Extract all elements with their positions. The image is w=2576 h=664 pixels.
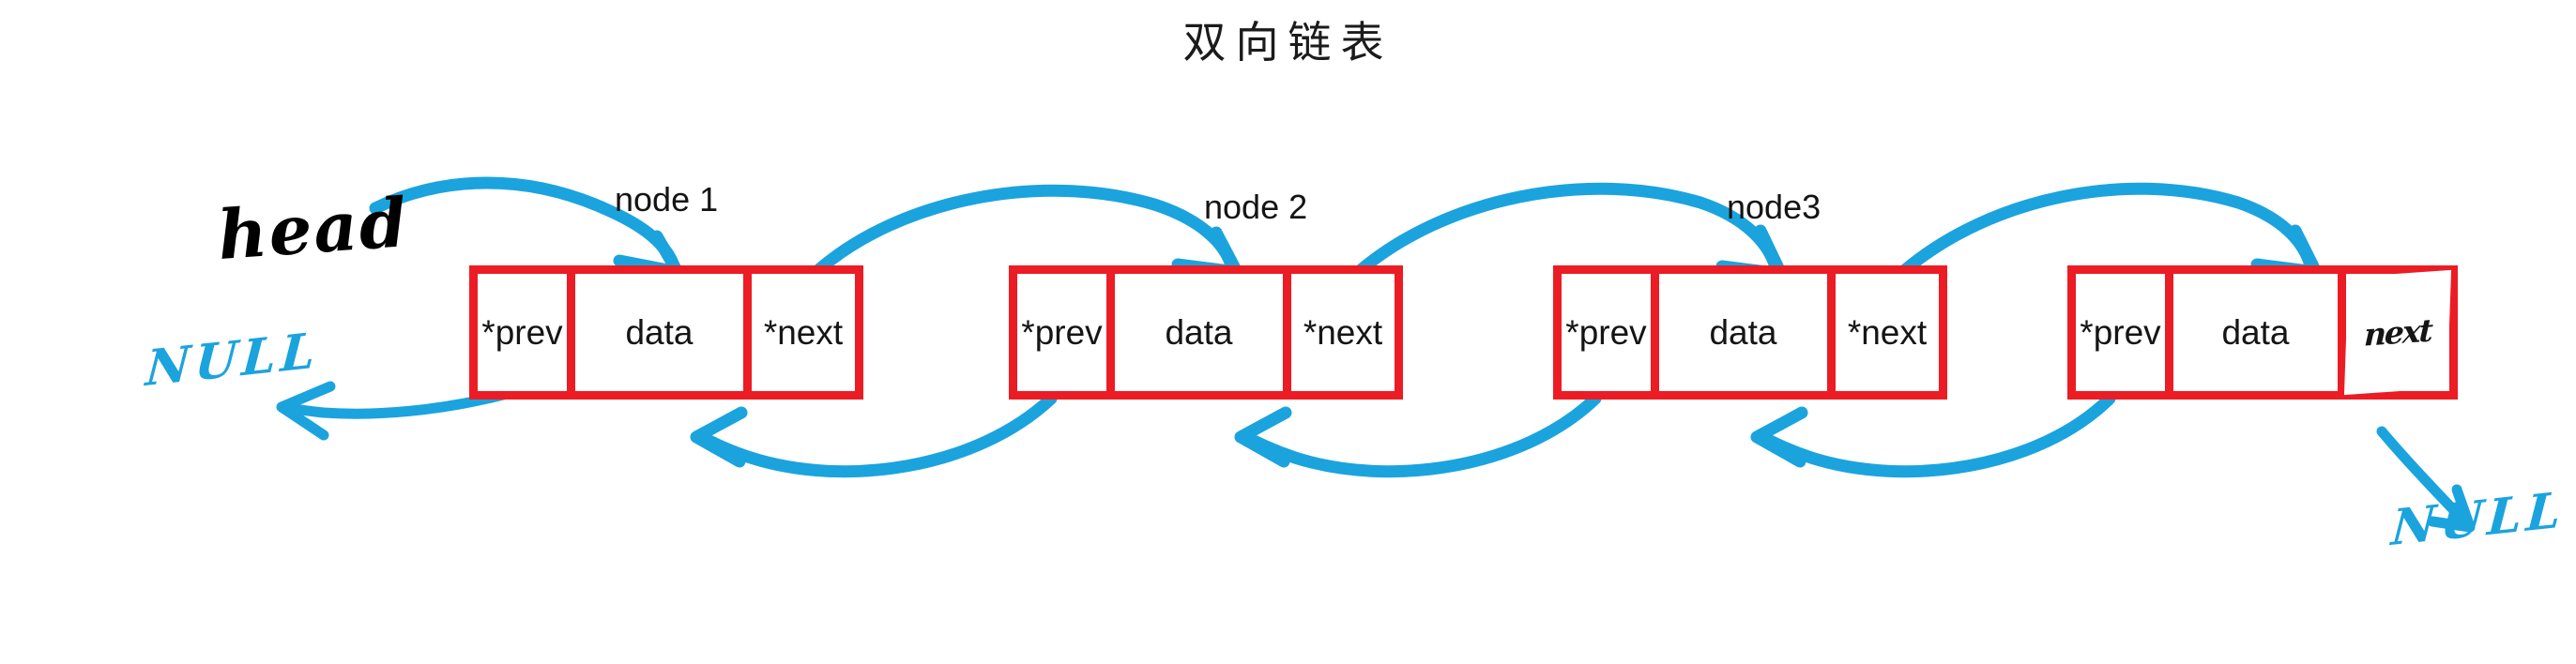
node-2-next-cell: *next <box>1291 274 1395 391</box>
node-4-prev-cell: *prev <box>2076 274 2173 391</box>
head-label: head <box>215 182 411 275</box>
node-3-next-cell: *next <box>1836 274 1939 391</box>
node-label-2: node 2 <box>1204 188 1308 226</box>
node-1-prev-cell: *prev <box>478 274 575 391</box>
arrowhead-backward-3 <box>1750 406 1808 468</box>
node-box-4: *prev data next <box>2067 265 2458 400</box>
node-label-1: node 1 <box>615 180 719 219</box>
null-label-right: NULL <box>2389 480 2568 558</box>
arrowhead-backward-1 <box>690 406 748 468</box>
node-3-prev-cell: *prev <box>1562 274 1659 391</box>
node-box-2: *prev data *next <box>1009 265 1403 400</box>
arrow-forward-1 <box>812 184 1238 277</box>
node-label-3: node3 <box>1727 188 1821 226</box>
null-label-left: NULL <box>144 321 322 399</box>
node-1-next-cell: *next <box>752 274 855 391</box>
node-box-3: *prev data *next <box>1553 265 1947 400</box>
arrow-forward-3 <box>1898 182 2317 277</box>
node-3-data-cell: data <box>1659 274 1836 391</box>
arrow-backward-2 <box>1240 392 1602 478</box>
arrow-backward-3 <box>1756 392 2116 478</box>
page-title: 双向链表 <box>1182 17 1394 68</box>
node-box-1: *prev data *next <box>469 265 863 400</box>
node-2-prev-cell: *prev <box>1017 274 1115 391</box>
node-4-data-cell: data <box>2173 274 2346 391</box>
arrow-forward-2 <box>1354 182 1782 277</box>
arrowhead-to-null-left <box>276 381 336 441</box>
arrowhead-backward-2 <box>1234 406 1292 468</box>
node-2-data-cell: data <box>1115 274 1291 391</box>
node-1-data-cell: data <box>575 274 752 391</box>
node-4-next-cell: next <box>2343 269 2452 396</box>
arrow-backward-1 <box>695 392 1058 478</box>
